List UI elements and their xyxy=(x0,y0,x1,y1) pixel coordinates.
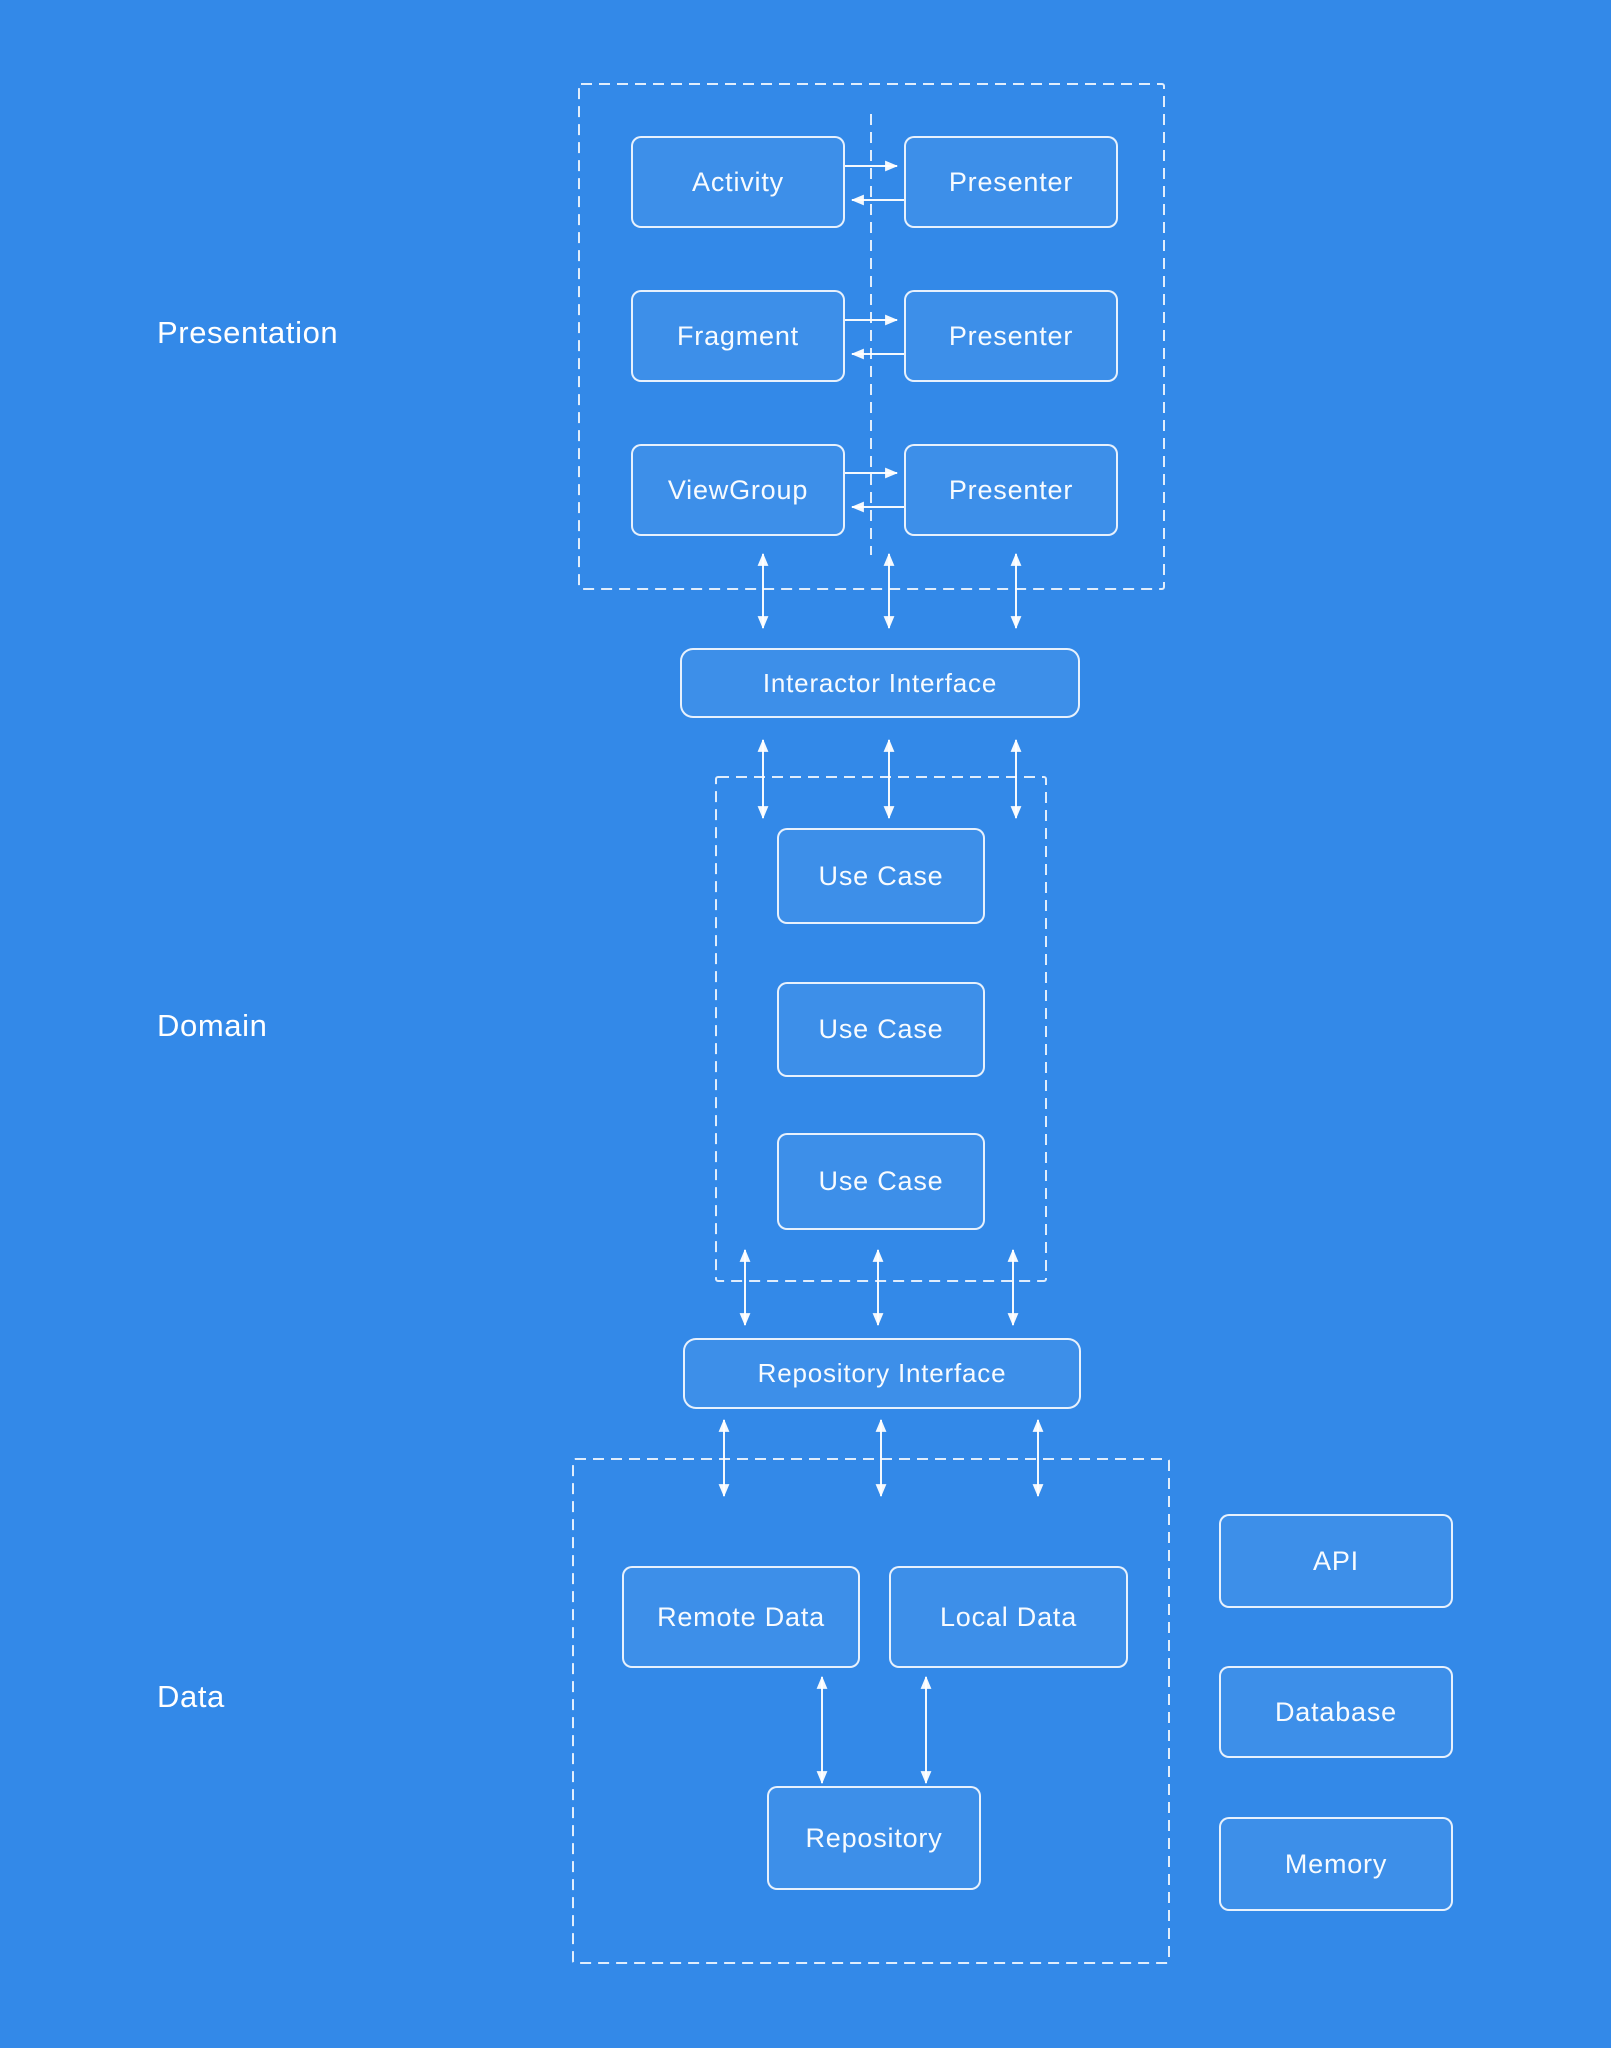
memory-box: Memory xyxy=(1219,1817,1453,1911)
presenter-box-2: Presenter xyxy=(904,290,1118,382)
mvp-arrows xyxy=(845,160,904,513)
use-case-box-1: Use Case xyxy=(777,828,985,924)
datasource-repository-arrows xyxy=(816,1675,932,1785)
data-layer-label: Data xyxy=(157,1679,225,1714)
remote-data-box: Remote Data xyxy=(622,1566,860,1668)
database-box: Database xyxy=(1219,1666,1453,1758)
presenter-box-3: Presenter xyxy=(904,444,1118,536)
data-layer-boundary xyxy=(572,1458,1170,1964)
presenter-box-1: Presenter xyxy=(904,136,1118,228)
presentation-layer-boundary xyxy=(578,83,1165,590)
use-case-box-3: Use Case xyxy=(777,1133,985,1230)
repository-data-arrows xyxy=(718,1418,1044,1498)
local-data-box: Local Data xyxy=(889,1566,1128,1668)
use-case-box-2: Use Case xyxy=(777,982,985,1077)
activity-box: Activity xyxy=(631,136,845,228)
presentation-interactor-arrows xyxy=(757,552,1022,630)
presentation-layer-label: Presentation xyxy=(157,315,339,350)
repository-box: Repository xyxy=(767,1786,981,1890)
fragment-box: Fragment xyxy=(631,290,845,382)
interactor-interface-box: Interactor Interface xyxy=(680,648,1080,718)
domain-layer-label: Domain xyxy=(157,1008,268,1043)
repository-interface-box: Repository Interface xyxy=(683,1338,1081,1409)
domain-repository-arrows xyxy=(739,1248,1019,1327)
api-box: API xyxy=(1219,1514,1453,1608)
viewgroup-box: ViewGroup xyxy=(631,444,845,536)
interactor-domain-arrows xyxy=(757,738,1022,820)
